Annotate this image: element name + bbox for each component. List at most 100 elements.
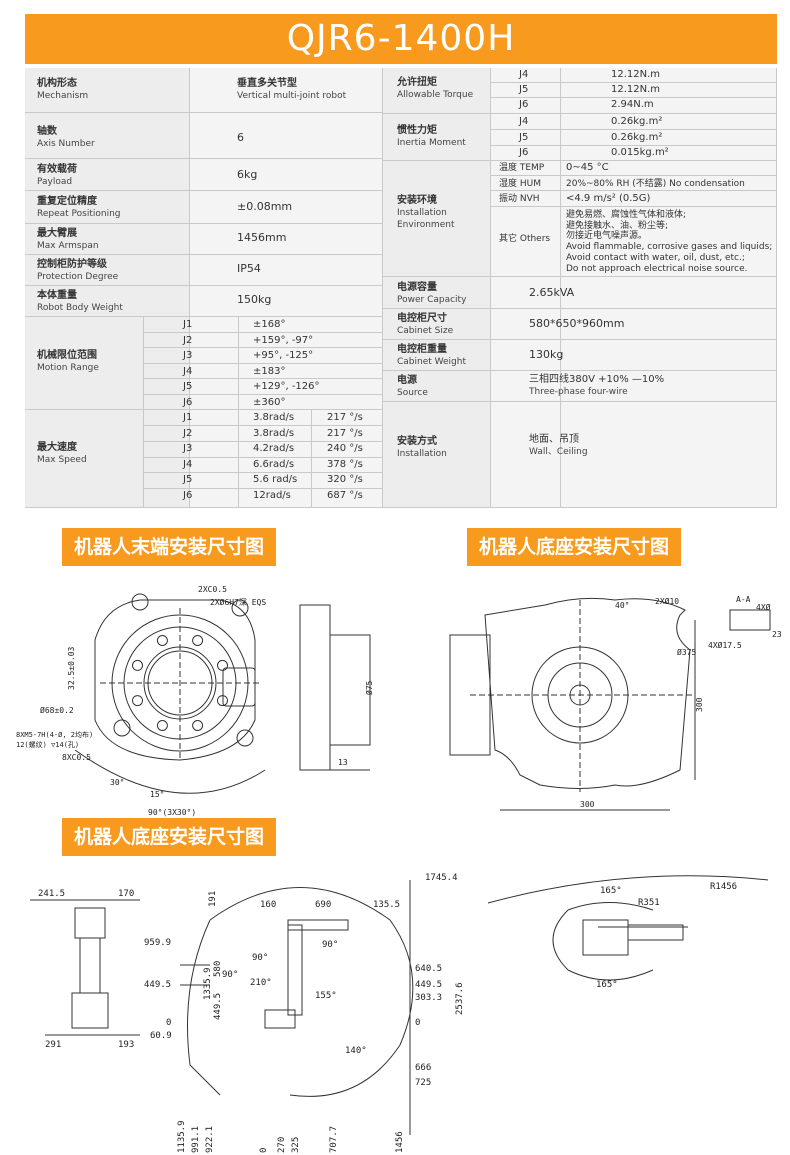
flange-dim-b: 2XØ6H7深 EQS <box>210 597 266 607</box>
axis-label-en: Axis Number <box>37 139 95 149</box>
mechanism-label: 机构形态 <box>37 78 77 89</box>
vib-value: <4.9 m/s² (0.5G) <box>566 193 651 204</box>
flange-dim-d: Ø68±0.2 <box>40 705 74 715</box>
source-value-en: Three-phase four-wire <box>529 387 628 397</box>
speed-rad: 4.2rad/s <box>253 443 295 455</box>
installation-value-en: Wall、Ceiling <box>529 447 588 457</box>
side-dim-bot2: 193 <box>118 1040 134 1050</box>
speed-joint: J5 <box>183 474 193 486</box>
base-section-title: 机器人底座安装尺寸图 <box>467 528 682 566</box>
range-b7: 707.7 <box>329 1126 339 1153</box>
bolt-hole <box>192 720 204 731</box>
speed-deg: 687 °/s <box>327 490 363 501</box>
range-r3: 303.3 <box>415 993 442 1003</box>
environment-en2: Environment <box>397 220 455 230</box>
source-value: 三相四线380V +10% —10% <box>529 374 665 385</box>
range-a5: 155° <box>315 991 337 1001</box>
motion-range-label-en: Motion Range <box>37 363 99 373</box>
range-section-title: 机器人底座安装尺寸图 <box>62 818 277 856</box>
armspan-value: 1456mm <box>237 231 287 244</box>
range-h1: 1745.4 <box>425 873 458 883</box>
range-a4: 210° <box>250 978 272 988</box>
range-m2: 1335.9 <box>203 967 213 1000</box>
motion-value: ±168° <box>253 319 286 330</box>
speed-deg: 240 °/s <box>327 443 363 455</box>
top-dim-a: 165° <box>600 886 622 896</box>
speed-joint: J4 <box>183 458 193 470</box>
cabinet-size-value: 580*650*960mm <box>529 317 625 330</box>
range-a2: 90° <box>252 953 268 963</box>
inertia-value: 0.26kg.m² <box>611 131 663 143</box>
motion-range-label: 机械限位范围 <box>37 350 97 361</box>
range-m1: 191 <box>208 891 218 907</box>
range-v4: 60.9 <box>150 1031 172 1041</box>
range-r7: 725 <box>415 1078 431 1088</box>
source-label: 电源 <box>397 375 417 386</box>
max-speed-label-en: Max Speed <box>37 455 87 465</box>
mechanism-value: 垂直多关节型 <box>237 78 297 89</box>
cabinet-weight-label: 电控柜重量 <box>397 344 447 355</box>
motion-joint: J5 <box>183 381 193 392</box>
torque-joint: J6 <box>519 99 529 110</box>
range-b4: 0 <box>259 1148 269 1153</box>
range-r5: 2537.6 <box>455 982 465 1015</box>
motion-value: +129°, -126° <box>253 381 320 392</box>
protection-value: IP54 <box>237 262 261 275</box>
mechanism-label-en: Mechanism <box>37 91 89 101</box>
weight-label: 本体重量 <box>37 290 77 301</box>
inertia-joint: J4 <box>519 116 529 127</box>
motion-joint: J1 <box>183 319 193 330</box>
motion-value: +159°, -97° <box>253 334 314 346</box>
repeat-label: 重复定位精度 <box>37 196 97 207</box>
power-value: 2.65kVA <box>529 286 575 299</box>
cabinet-weight-value: 130kg <box>529 348 564 361</box>
bolt-hole <box>217 695 228 707</box>
protection-label-en: Protection Degree <box>37 272 119 282</box>
flange-dim-a: 2XC0.5 <box>198 585 227 594</box>
flange-dim-k: Ø75 <box>364 680 374 695</box>
flange-dim-h: 30° <box>110 778 124 787</box>
others-line: Avoid contact with water, oil, dust, etc… <box>566 252 745 263</box>
speed-joint: J1 <box>183 412 193 423</box>
flange-dim-f: 12(螺纹) ▽14(孔) <box>16 740 79 749</box>
flange-section-title: 机器人末端安装尺寸图 <box>62 528 277 566</box>
cabinet-size-label: 电控柜尺寸 <box>397 313 447 324</box>
speed-rad: 3.8rad/s <box>253 427 295 439</box>
base-dim-a: 40° <box>615 601 629 610</box>
range-r1: 640.5 <box>415 964 442 974</box>
repeat-label-en: Repeat Positioning <box>37 209 121 219</box>
installation-value: 地面、吊顶 <box>529 434 579 445</box>
bolt-hole <box>132 659 143 671</box>
speed-rad: 5.6 rad/s <box>253 474 298 486</box>
installation-label-en: Installation <box>397 449 447 459</box>
cabinet-weight-label-en: Cabinet Weight <box>397 357 466 367</box>
temp-value: 0~45 °C <box>566 162 609 173</box>
side-dim-bot1: 291 <box>45 1040 61 1050</box>
armspan-label: 最大臂展 <box>37 228 77 239</box>
axis-value: 6 <box>237 131 244 144</box>
payload-label: 有效载荷 <box>37 164 77 175</box>
base-dim-g: 4XØ <box>756 602 771 612</box>
flange-dim-g: 8XC0.5 <box>62 753 91 762</box>
flange-dim-e: 8XM5-7H(4-Ø, 2均布) <box>16 730 93 739</box>
weight-value: 150kg <box>237 293 272 306</box>
flange-dim-i: 15° <box>150 790 164 799</box>
bolt-hole <box>192 635 204 646</box>
torque-joint: J5 <box>519 84 529 95</box>
payload-label-en: Payload <box>37 177 73 187</box>
speed-deg: 378 °/s <box>327 458 363 470</box>
payload-value: 6kg <box>237 168 258 181</box>
range-v3: 0 <box>166 1018 171 1028</box>
range-h4: 135.5 <box>373 900 400 910</box>
motion-value: ±360° <box>253 396 286 408</box>
others-line: Do not approach electrical noise source. <box>566 263 748 274</box>
range-m4: 449.5 <box>213 993 223 1020</box>
torque-value: 12.12N.m <box>611 84 661 95</box>
range-b5: 270 <box>277 1137 287 1153</box>
repeat-value: ±0.08mm <box>237 200 293 213</box>
top-dim-c: R1456 <box>710 882 737 892</box>
vib-label: 振动 NVH <box>499 194 540 204</box>
temp-label: 温度 TEMP <box>499 163 545 173</box>
range-h2: 160 <box>260 900 276 910</box>
